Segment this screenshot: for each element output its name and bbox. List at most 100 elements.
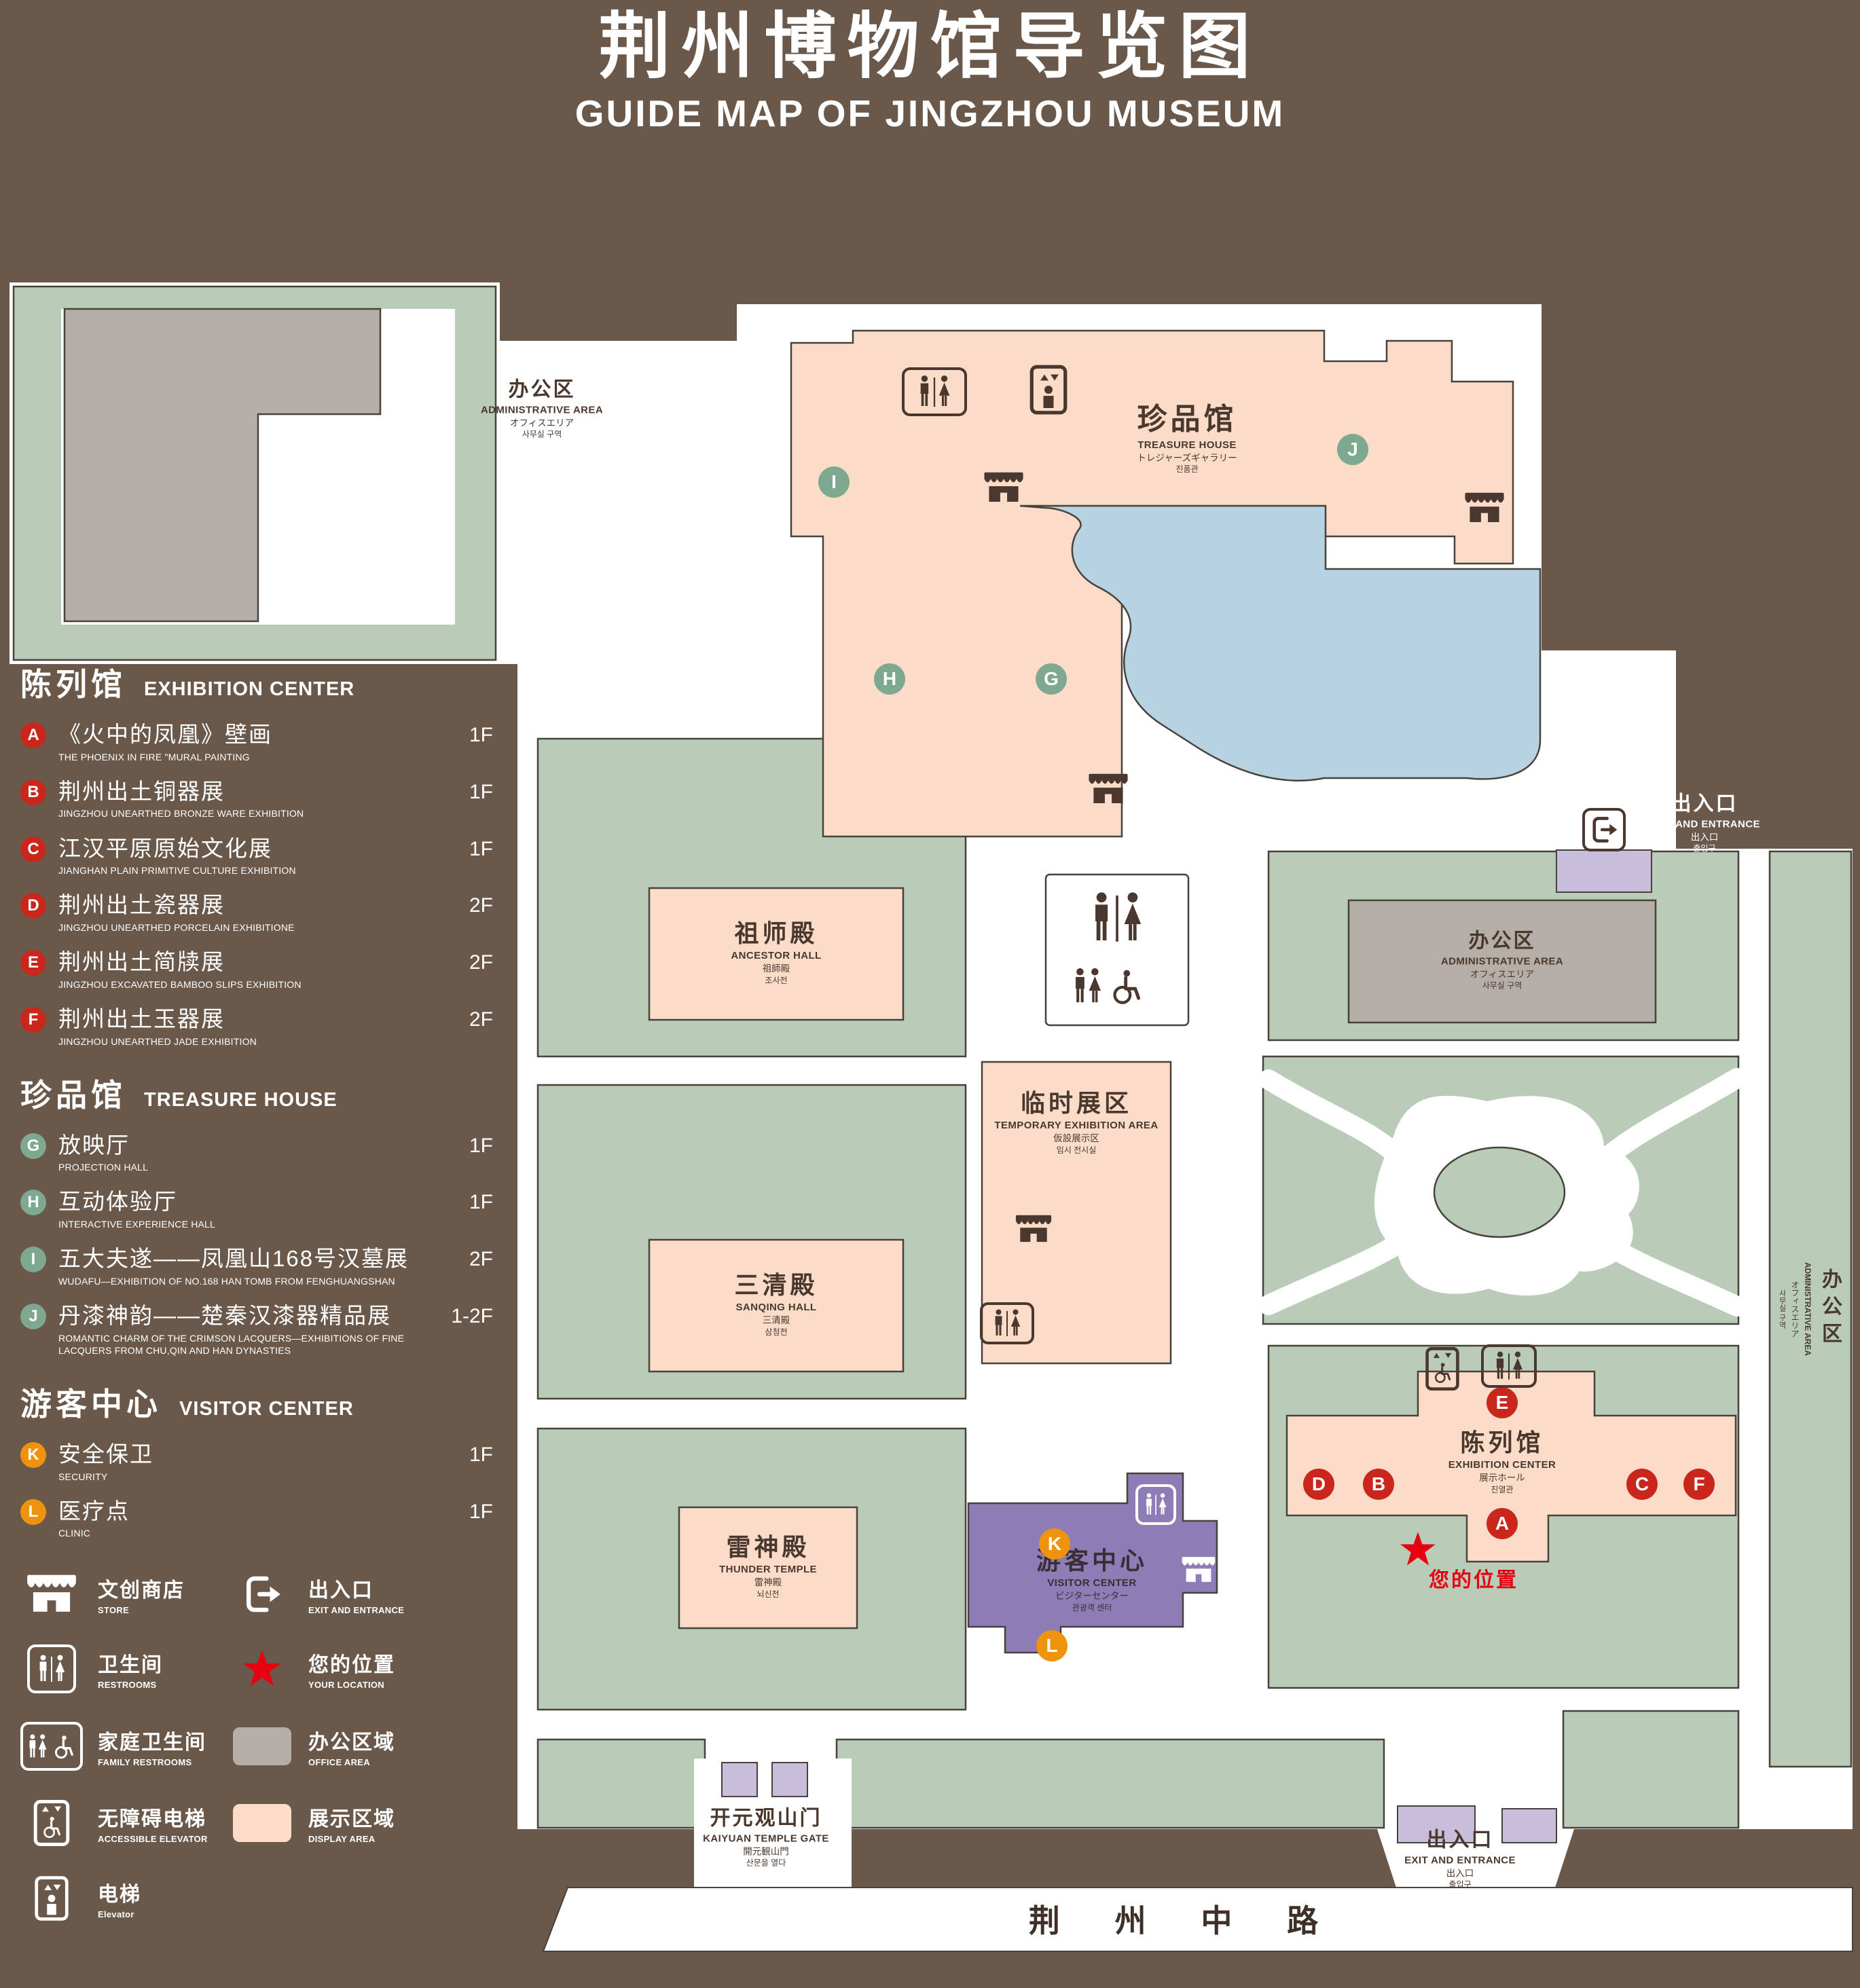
floor-label: 2F <box>469 1248 493 1271</box>
floor-label: 1F <box>469 1134 493 1157</box>
your-location-star-icon <box>1400 1531 1436 1568</box>
map-marker-L: L <box>1036 1630 1068 1661</box>
floor-label: 2F <box>469 894 493 917</box>
thunder-temple-building <box>678 1506 858 1630</box>
restroom-icon <box>20 1644 83 1693</box>
floor-label: 2F <box>469 951 493 974</box>
central-family-restroom-icon <box>1071 962 1146 1010</box>
elevator-icon <box>20 1875 83 1921</box>
section-title-cn: 陈列馆 <box>20 667 126 702</box>
marker-badge-F: F <box>20 1006 46 1033</box>
marker-badge-K: K <box>20 1442 46 1468</box>
map-marker-B: B <box>1363 1469 1394 1500</box>
floor-label: 1F <box>469 1500 493 1523</box>
garden-path-sw <box>1258 1232 1410 1315</box>
temp-restroom-icon <box>980 1302 1034 1344</box>
map-marker-J: J <box>1337 434 1368 465</box>
admin-left-building <box>63 308 382 623</box>
store-icon <box>20 1574 83 1614</box>
family-restroom-icon <box>20 1721 83 1771</box>
green-bottom-right <box>1562 1710 1740 1829</box>
road <box>542 1887 1853 1952</box>
marker-badge-D: D <box>20 893 46 919</box>
bottom-exit-label: 出入口 EXIT AND ENTRANCE 出入口 출입구 <box>1404 1828 1516 1890</box>
treasure-house-label: 珍品馆 TREASURE HOUSE トレジャーズギャラリー 진품관 <box>1137 402 1237 475</box>
section-title-en: EXHIBITION CENTER <box>144 678 355 700</box>
garden-island <box>1433 1146 1566 1238</box>
sanqing-hall-label: 三清殿 SANQING HALL 三清殿 삼청전 <box>734 1270 818 1337</box>
exhibition-center-building <box>1285 1370 1737 1563</box>
display-area-swatch <box>231 1803 293 1842</box>
admin-right-building <box>1347 899 1657 1024</box>
marker-badge-A: A <box>20 722 46 748</box>
map-marker-H: H <box>874 663 905 695</box>
marker-badge-I: I <box>20 1247 46 1273</box>
floor-label: 1F <box>469 724 493 746</box>
map-marker-F: F <box>1683 1469 1715 1500</box>
bottom-exit-area <box>1377 1829 1574 1888</box>
marker-badge-G: G <box>20 1133 46 1159</box>
road-label: 荆 州 中 路 <box>1028 1903 1342 1938</box>
exhibition-restroom-icon <box>1481 1344 1537 1388</box>
floor-label: 1F <box>469 1191 493 1214</box>
floor-label: 2F <box>469 1008 493 1031</box>
section-exhibition-center: 陈列馆 EXHIBITION CENTER <box>20 660 500 705</box>
garden-path-se <box>1598 1235 1747 1317</box>
marker-badge-L: L <box>20 1498 46 1525</box>
kaiyuan-gate-label: 开元观山门 KAIYUAN TEMPLE GATE 開元観山門 산문을 열다 <box>703 1807 829 1868</box>
map-marker-C: C <box>1626 1469 1658 1500</box>
thunder-temple-label: 雷神殿 THUNDER TEMPLE 雷神殿 뇌신전 <box>719 1532 817 1599</box>
map-marker-I: I <box>818 466 850 498</box>
marker-badge-C: C <box>20 836 46 862</box>
page-title-cn: 荆州博物馆导览图 <box>598 7 1262 87</box>
poster-header: 荆州博物馆导览图 GUIDE MAP OF JINGZHOU MUSEUM <box>0 0 1860 135</box>
admin-right-label: 办公区 ADMINISTRATIVE AREA オフィスエリア 사무실 구역 <box>1440 929 1564 991</box>
temporary-exhibition-label: 临时展区 TEMPORARY EXHIBITION AREA 仮設展示区 임시 … <box>994 1088 1159 1155</box>
map-marker-K: K <box>1039 1528 1070 1560</box>
exit-icon <box>231 1572 293 1616</box>
floor-label: 1F <box>469 837 493 860</box>
section-visitor-center: 游客中心 VISITOR CENTER <box>20 1380 500 1424</box>
gate-pillar-right <box>771 1762 808 1797</box>
your-location-text: 您的位置 <box>1429 1569 1518 1591</box>
ancestor-hall-building <box>648 887 905 1021</box>
section-title-cn: 游客中心 <box>20 1386 162 1422</box>
green-bottom-left <box>536 1738 706 1829</box>
admin-strip-label: 办公区 ADMINISTRATIVE AREA オフィスエリア 사무실 구역 <box>1778 1262 1841 1356</box>
map-marker-G: G <box>1036 663 1067 695</box>
bottom-exit-pavilion-left <box>1397 1805 1476 1843</box>
accessible-elevator-icon <box>20 1799 83 1847</box>
office-area-swatch <box>231 1727 293 1765</box>
floor-label: 1F <box>469 780 493 803</box>
exhibition-accessible-elevator-icon <box>1425 1346 1461 1391</box>
treasure-house-building <box>790 329 1514 838</box>
ancestor-hall-label: 祖师殿 ANCESTOR HALL 祖師殿 조사전 <box>731 919 822 985</box>
floor-label: 1F <box>469 1443 493 1466</box>
water-pond <box>1019 504 1542 781</box>
map-marker-A: A <box>1487 1508 1518 1539</box>
floor-label: 1-2F <box>451 1305 493 1328</box>
right-exit-pavilion <box>1556 849 1652 893</box>
map-marker-E: E <box>1487 1387 1518 1418</box>
bottom-exit-pavilion-right <box>1501 1808 1557 1843</box>
location-star-icon <box>231 1649 293 1689</box>
green-bottom-mid <box>835 1738 1385 1829</box>
